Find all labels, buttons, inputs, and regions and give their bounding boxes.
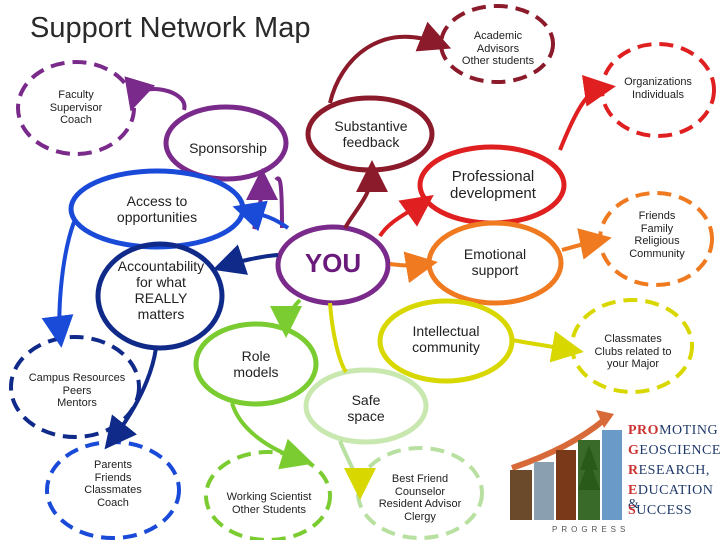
intellectual-community-label: Intellectual community xyxy=(412,323,480,356)
arrow-you-access xyxy=(232,200,290,232)
accountability-label: Accountability for what REALLY matters xyxy=(117,258,205,323)
progress-logo-graphic xyxy=(510,410,622,520)
arrow-you-accountability xyxy=(212,244,279,275)
arrow-you-feedback xyxy=(343,160,388,229)
arrow-role-working xyxy=(230,402,314,470)
classmates-clubs-label: Classmates Clubs related to your Major xyxy=(594,333,672,371)
you-label: YOU xyxy=(304,248,362,278)
faculty-label: Faculty Supervisor Coach xyxy=(49,89,103,127)
arrow-sponsorship-faculty xyxy=(124,76,187,112)
arrow-intellectual-classmates xyxy=(511,330,584,363)
logo-photo-volcano xyxy=(556,450,576,520)
arrow-you-professional xyxy=(378,195,434,238)
arrow-emotional-friends xyxy=(561,228,612,260)
arrow-you-safe xyxy=(328,302,348,374)
friends-family-label: Friends Family Religious Community xyxy=(629,210,685,260)
arrow-you-sponsorship xyxy=(245,168,278,230)
page-title: Support Network Map xyxy=(30,12,311,44)
logo-photo-ice xyxy=(534,462,554,520)
arrow-you-sponsorship-2 xyxy=(274,176,284,229)
best-friend-circle xyxy=(356,446,484,540)
substantive-feedback-label: Substantive feedback xyxy=(334,118,408,151)
role-models-label: Role models xyxy=(233,348,279,381)
sponsorship-label: Sponsorship xyxy=(189,140,267,156)
safe-space-circle xyxy=(303,367,429,445)
arrow-you-emotional xyxy=(389,251,438,284)
accountability-circle xyxy=(95,241,225,351)
logo-line-3: RESEARCH, xyxy=(628,463,710,478)
arrow-professional-organizations xyxy=(558,75,616,151)
role-models-circle xyxy=(193,321,319,407)
you-circle xyxy=(275,224,391,306)
logo-line-5: SUCCESS xyxy=(628,503,693,518)
logo-photo-sky xyxy=(602,430,622,520)
arrow-feedback-academic xyxy=(328,21,452,104)
logo-arrowhead xyxy=(596,410,614,428)
arrow-accountability-parents xyxy=(104,347,158,450)
working-scientist-circle xyxy=(204,450,332,540)
access-opportunities-label: Access to opportunities xyxy=(116,193,198,226)
logo-line-2: GEOSCIENCE xyxy=(628,443,720,458)
safe-space-label: Safe space xyxy=(347,392,385,425)
best-friend-label: Best Friend Counselor Resident Advisor C… xyxy=(378,473,462,523)
working-scientist-label: Working Scientist Other Students xyxy=(226,491,312,516)
logo-photo-rock xyxy=(510,470,532,520)
arrow-safe-bestfriend xyxy=(338,440,376,500)
professional-development-label: Professional development xyxy=(450,168,536,203)
parents-friends-label: Parents Friends Classmates Coach xyxy=(84,459,142,509)
tree-icon xyxy=(578,445,600,490)
logo-tag: PROGRESS xyxy=(552,525,630,534)
campus-resources-label: Campus Resources Peers Mentors xyxy=(28,372,126,410)
logo-line-4: EDUCATION & xyxy=(628,483,714,512)
organizations-label: Organizations Individuals xyxy=(624,76,692,101)
arrow-access-campus xyxy=(41,221,76,348)
emotional-support-label: Emotional support xyxy=(463,246,527,279)
logo-arrow xyxy=(511,417,606,471)
academic-label: Academic Advisors Other students xyxy=(461,30,535,68)
logo-line-1: PROMOTING xyxy=(628,423,719,438)
academic-circle xyxy=(439,4,555,84)
sponsorship-circle xyxy=(163,104,289,182)
arrows xyxy=(41,21,616,500)
campus-circle xyxy=(9,335,141,439)
arrow-you-role xyxy=(270,298,303,338)
